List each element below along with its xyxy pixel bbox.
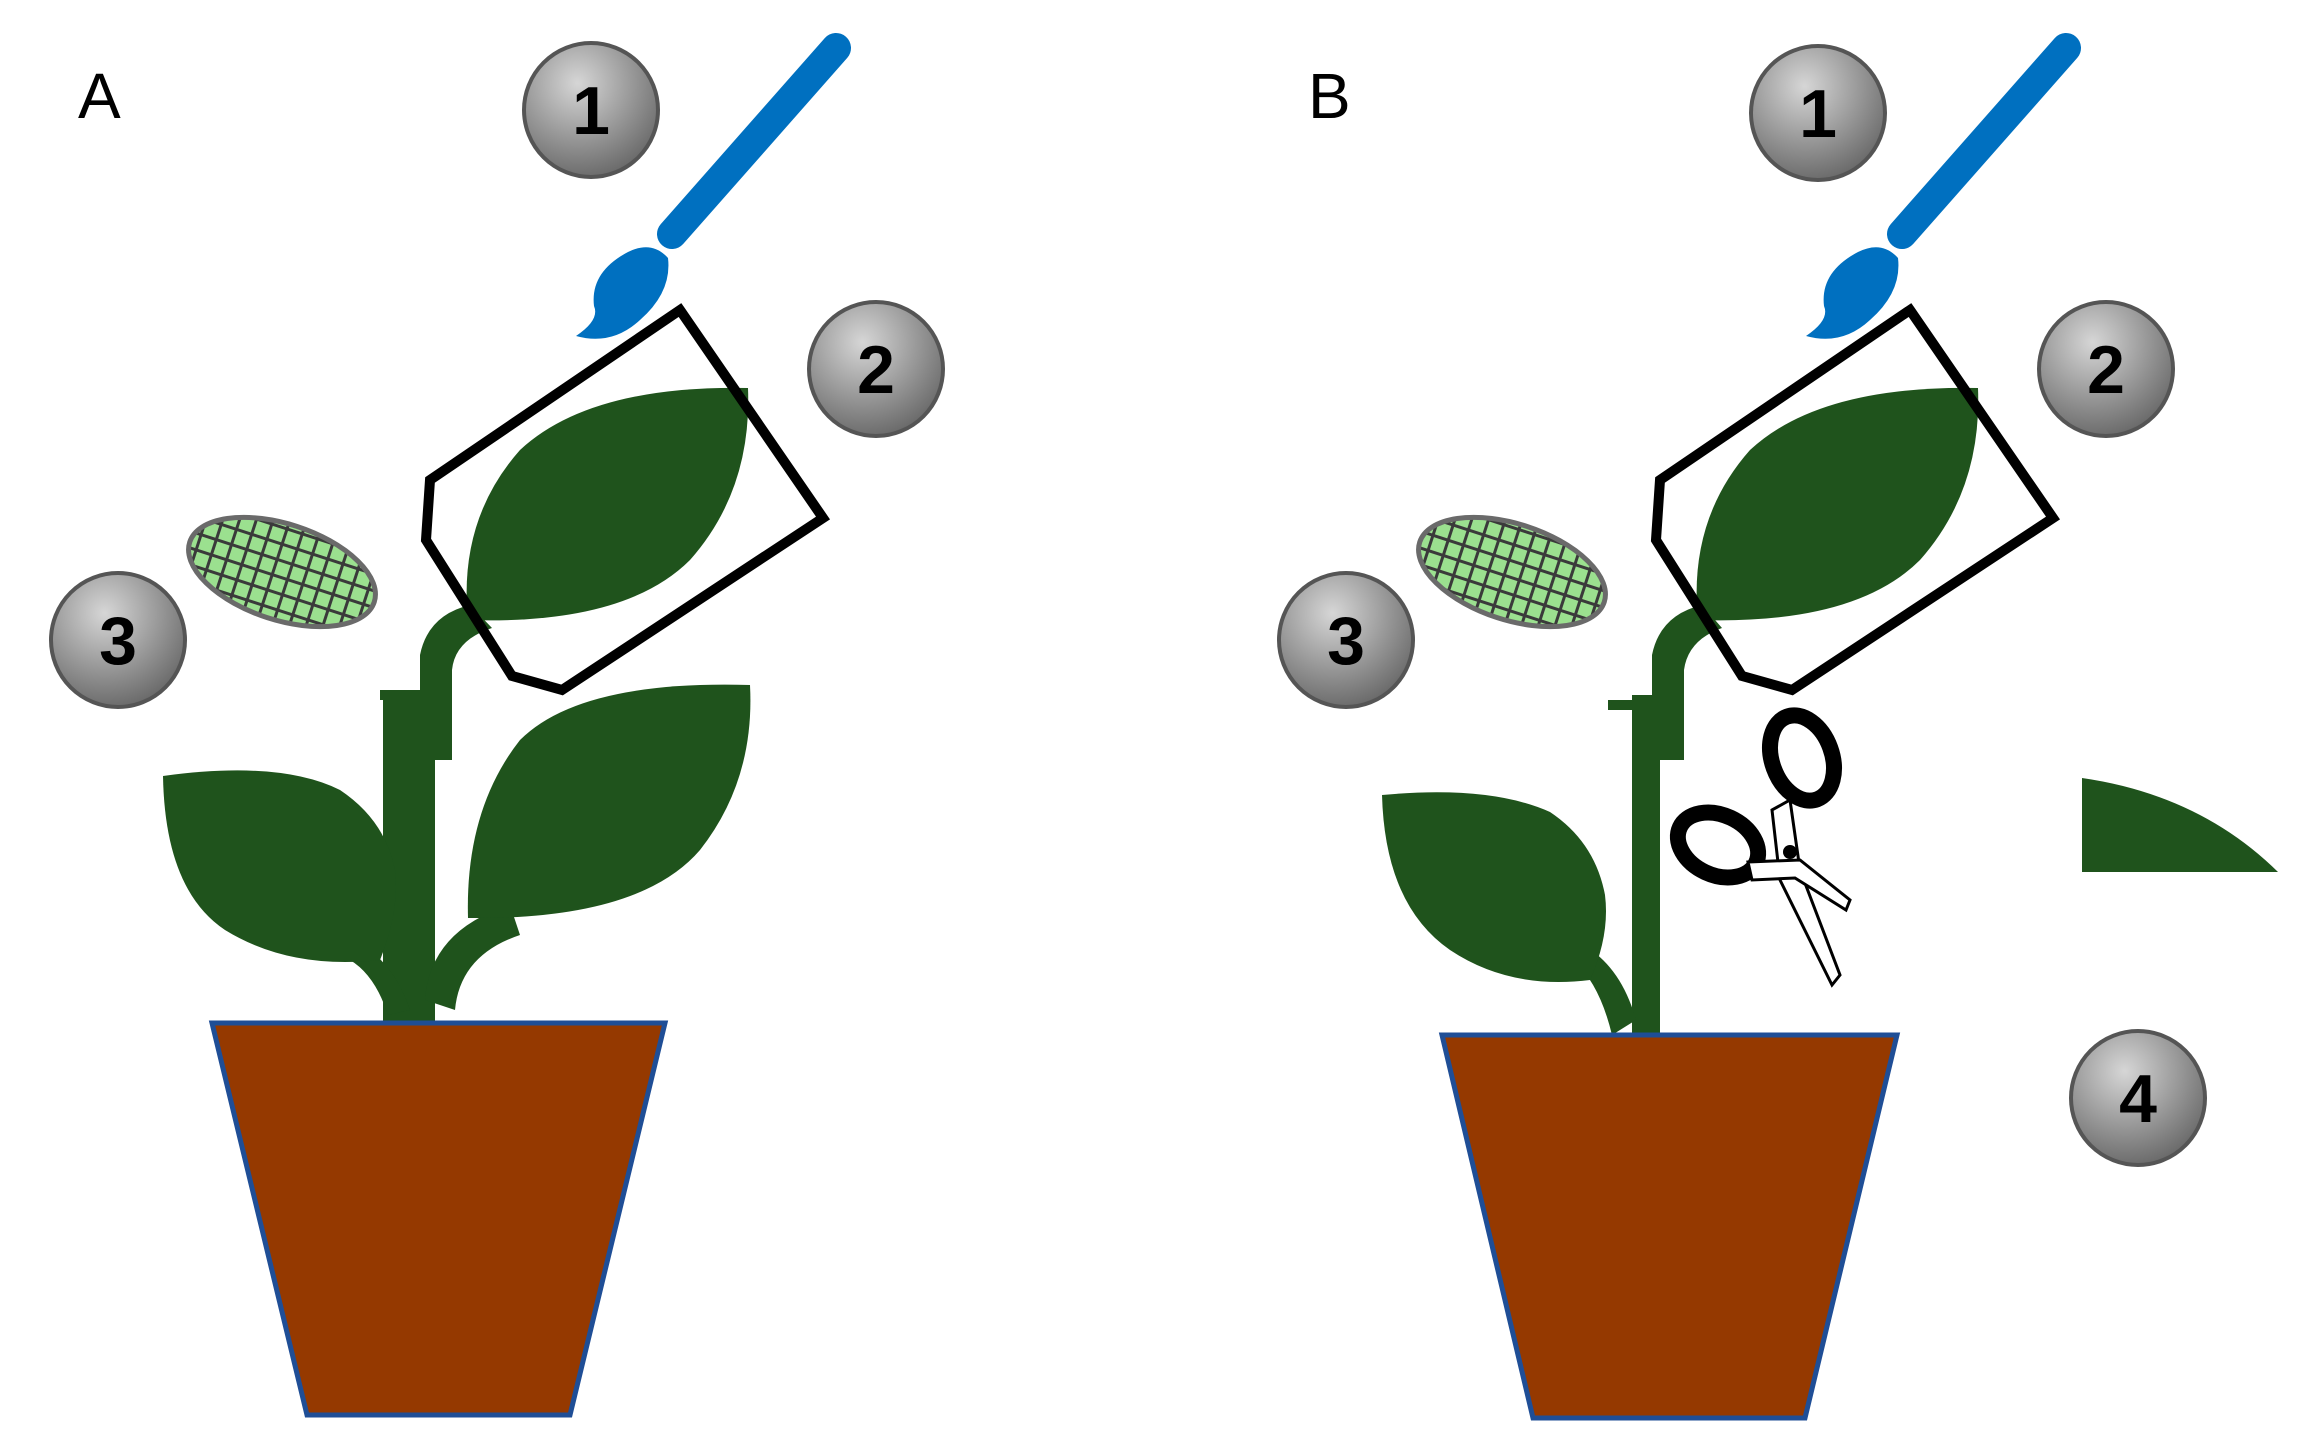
panel-a-letter: A xyxy=(78,60,121,132)
panel-a: A 1 xyxy=(49,33,945,1418)
leaf-cage-outline xyxy=(420,303,831,696)
svg-text:1: 1 xyxy=(572,73,610,149)
svg-text:3: 3 xyxy=(99,603,137,679)
leaf-left xyxy=(163,770,396,962)
paintbrush-icon xyxy=(576,33,851,339)
badge-2: 2 xyxy=(807,300,945,438)
leaf-cage-outline xyxy=(1650,303,2061,696)
badge-3: 3 xyxy=(49,571,187,709)
leaf-upper-caged xyxy=(466,387,749,621)
svg-text:2: 2 xyxy=(857,332,895,408)
panel-b-letter: B xyxy=(1308,60,1351,132)
panel-b: B xyxy=(1277,33,2278,1421)
pot xyxy=(1438,1032,1901,1421)
badge-1: 1 xyxy=(522,41,660,179)
badge-1: 1 xyxy=(1749,44,1887,182)
scissors-icon xyxy=(1669,707,1852,988)
leaf-left xyxy=(1382,792,1606,982)
paintbrush-icon xyxy=(1806,33,2081,339)
svg-text:4: 4 xyxy=(2119,1061,2157,1137)
leaf-upper-caged xyxy=(1696,387,1979,621)
cut-leaf-fragment xyxy=(2082,778,2278,872)
pot xyxy=(208,1020,669,1418)
badge-3: 3 xyxy=(1277,571,1415,709)
svg-text:1: 1 xyxy=(1799,76,1837,152)
badge-4: 4 xyxy=(2069,1029,2207,1167)
leaf-lower-right xyxy=(467,684,751,919)
svg-text:2: 2 xyxy=(2087,332,2125,408)
badge-2: 2 xyxy=(2037,300,2175,438)
mesh-bag-icon xyxy=(1416,514,1608,630)
mesh-bag-icon xyxy=(186,514,378,630)
svg-text:3: 3 xyxy=(1327,603,1365,679)
